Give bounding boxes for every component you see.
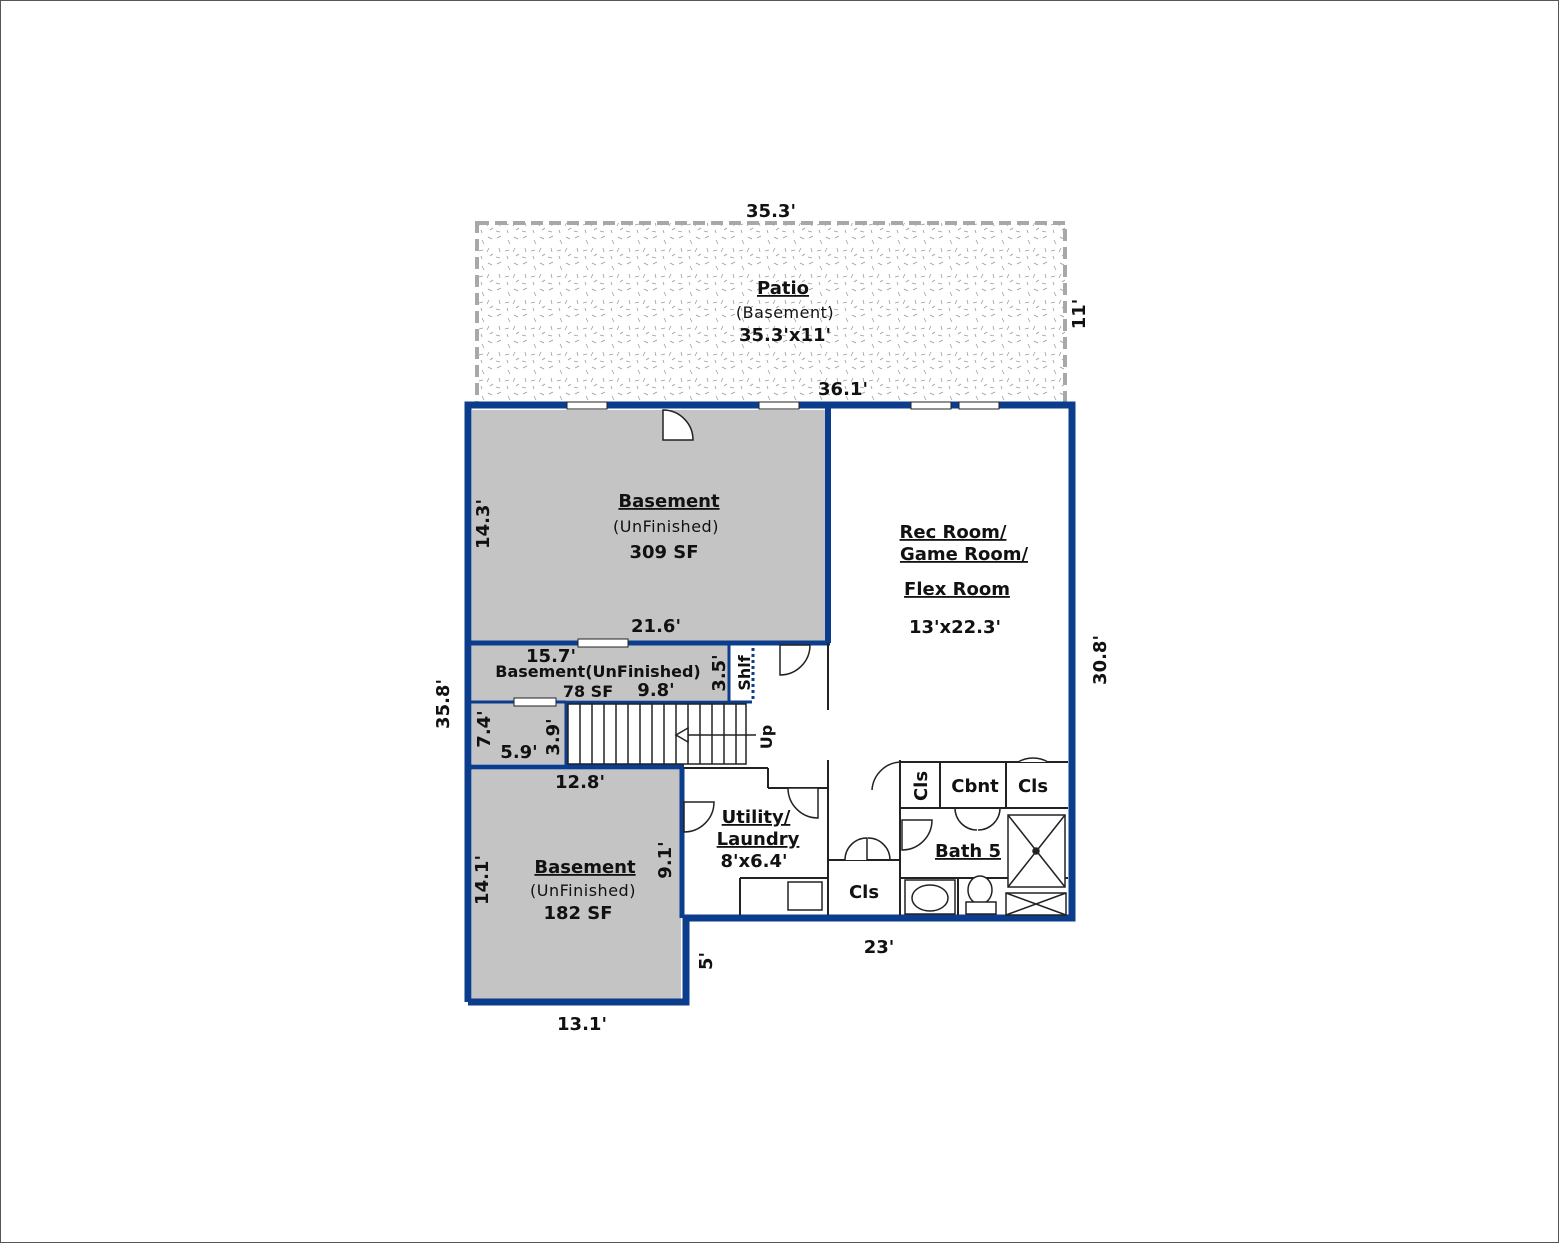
- rec-room-line2: Game Room/: [900, 544, 1029, 565]
- basement-small-fill: [472, 700, 566, 764]
- dim-small-height: 7.4': [474, 710, 495, 747]
- basement-top-size: 309 SF: [629, 542, 698, 563]
- dim-basement-top-height: 14.3': [473, 499, 494, 549]
- dim-basement-bottom-height: 14.1': [472, 855, 493, 905]
- dim-patio-depth: 11': [1069, 299, 1090, 330]
- utility-size: 8'x6.4': [720, 851, 787, 872]
- dim-top-width: 36.1': [818, 379, 868, 400]
- patio-sub: (Basement): [736, 303, 834, 322]
- basement-top-title: Basement: [618, 491, 720, 512]
- dim-mid-height: 3.5': [709, 654, 730, 691]
- dim-bottom-top-width: 12.8': [555, 772, 605, 793]
- utility-line1: Utility/: [722, 807, 791, 828]
- dim-utility-height: 9.1': [655, 841, 676, 878]
- dim-basement-top-width: 21.6': [631, 616, 681, 637]
- exterior-walls: [464, 401, 1076, 1006]
- basement-mid-size: 78 SF: [563, 682, 613, 701]
- cls-right-label: Cls: [1018, 776, 1048, 797]
- windows: [513, 401, 1000, 707]
- basement-bottom-sub: (UnFinished): [530, 881, 636, 900]
- basement-bottom-size: 182 SF: [543, 903, 612, 924]
- basement-mid-title: Basement(UnFinished): [495, 662, 700, 681]
- rec-room-line1: Rec Room/: [900, 522, 1007, 543]
- utility-line2: Laundry: [717, 829, 800, 850]
- dim-small-width: 5.9': [500, 742, 537, 763]
- dim-patio-width: 35.3': [746, 201, 796, 222]
- cls-left-label: Cls: [911, 771, 932, 801]
- basement-top-sub: (UnFinished): [613, 517, 719, 536]
- dim-bottom-width: 13.1': [557, 1014, 607, 1035]
- basement-top-fill: [472, 410, 827, 641]
- basement-bottom-title: Basement: [534, 857, 636, 878]
- patio-title: Patio: [757, 278, 809, 299]
- dim-jog: 5': [696, 952, 717, 970]
- basement-mid-fill: [472, 645, 729, 700]
- cls-bottom-label: Cls: [849, 882, 879, 903]
- bath-fixtures: [787, 814, 1067, 916]
- cbnt-label: Cbnt: [951, 776, 999, 797]
- dim-right-height: 30.8': [1090, 635, 1111, 685]
- bath-title: Bath 5: [935, 841, 1001, 862]
- interior-walls: [468, 405, 831, 918]
- dim-left-total: 35.8': [433, 679, 454, 729]
- patio-size: 35.3'x11': [739, 325, 831, 346]
- rec-room-size: 13'x22.3': [909, 617, 1001, 638]
- dim-rear-width: 23': [864, 937, 895, 958]
- dim-mid-inner: 9.8': [637, 680, 674, 701]
- dim-small-inner: 3.9': [543, 718, 564, 755]
- dim-mid-width: 15.7': [526, 646, 576, 667]
- basement-bottom-fill: [472, 770, 681, 999]
- shelf-label: Shlf: [735, 654, 754, 690]
- stairs: [567, 703, 756, 765]
- doors: [662, 409, 1049, 861]
- rec-room-line3: Flex Room: [904, 579, 1010, 600]
- stairs-up-label: Up: [757, 725, 776, 749]
